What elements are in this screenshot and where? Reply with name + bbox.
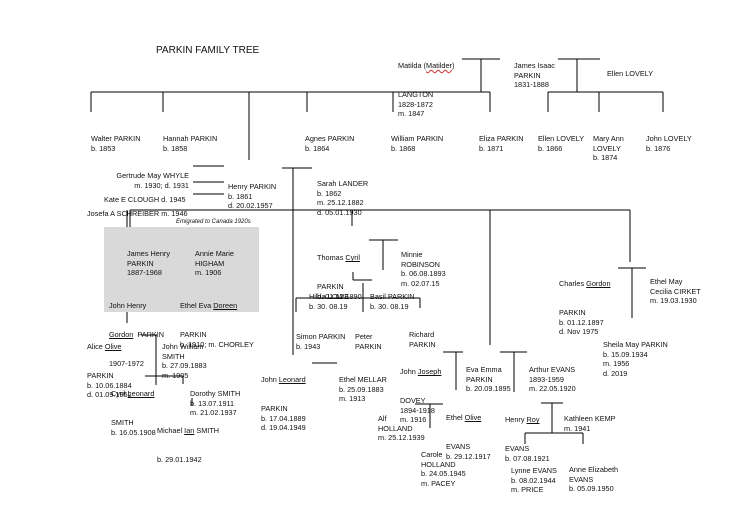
emigrated-highlight-box [104, 227, 259, 312]
person-michael-ian-smith: Michael Ian SMITH b. 29.01.1942 [157, 426, 220, 464]
person-josefa-schreiber: Josefa A SCHREIBER m. 1946 [87, 209, 188, 219]
person-kate-clough: Kate E CLOUGH d. 1945 [104, 195, 186, 205]
emigrated-note: Emigrated to Canada 1920s [176, 219, 251, 225]
person-john-henry-gordon-parkin: John Henry Gordon PARKIN 1907-1972 [109, 301, 165, 368]
page-title: PARKIN FAMILY TREE [156, 45, 260, 56]
person-ellen-lovely-sr: Ellen LOVELY [607, 69, 654, 79]
